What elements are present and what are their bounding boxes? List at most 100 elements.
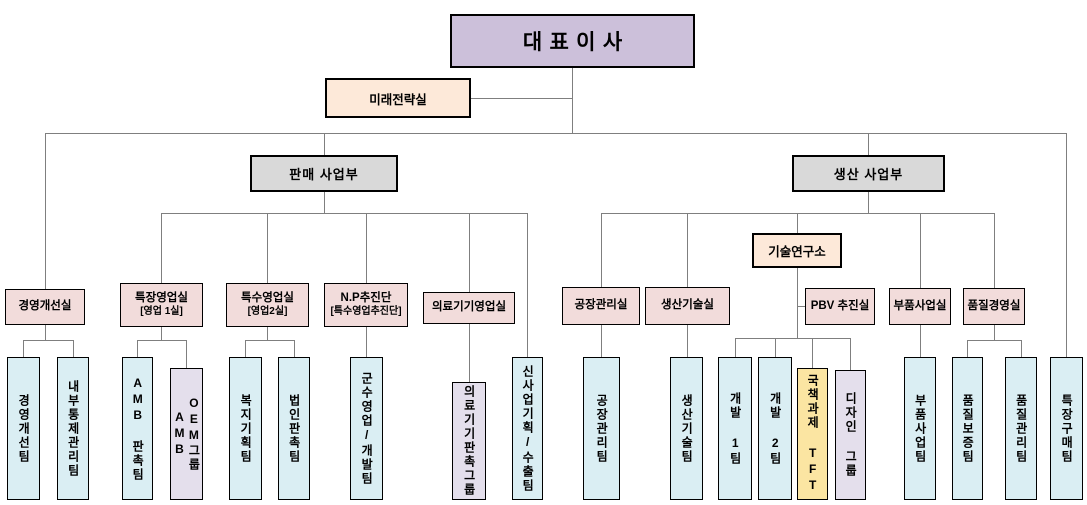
- office-sublabel: [특수영업추진단]: [330, 305, 402, 317]
- connector-line: [775, 338, 776, 357]
- connector-line: [45, 133, 1067, 134]
- connector-line: [601, 213, 602, 287]
- connector-line: [797, 268, 798, 338]
- office-sublabel: [영업2실]: [247, 305, 288, 317]
- amb-promotion-team-box: AMB 판촉팀: [122, 357, 153, 500]
- team-label: 국책과제 TFT: [805, 374, 820, 494]
- team-label: AMB OEM그룹: [172, 396, 201, 472]
- special-vehicle-purchasing-team-box: 특장구매팀: [1050, 357, 1083, 500]
- medical-device-sales-office-box: 의료기기영업실: [423, 292, 515, 324]
- connector-line: [601, 213, 995, 214]
- office-label: 의료기기영업실: [431, 301, 507, 314]
- amb-oem-group-box: AMB OEM그룹: [170, 368, 203, 500]
- team-label: 부품사업팀: [913, 393, 928, 464]
- pbv-promotion-office-box: PBV 추진실: [805, 288, 875, 325]
- team-label: 품질관리팀: [1014, 393, 1029, 464]
- national-project-tft-box: 국책과제 TFT: [797, 368, 828, 500]
- quality-management-office-box: 품질경영실: [963, 288, 1025, 325]
- connector-line: [161, 213, 528, 214]
- connector-line: [527, 213, 528, 357]
- connector-line: [23, 340, 74, 341]
- connector-line: [812, 338, 813, 368]
- connector-line: [186, 340, 187, 368]
- sales-division-box: 판매 사업부: [250, 155, 398, 192]
- management-improvement-team-box: 경영개선팀: [7, 357, 40, 500]
- parts-business-team-box: 부품사업팀: [904, 357, 936, 500]
- office-label: 특장영업실: [135, 292, 188, 305]
- connector-line: [324, 133, 325, 155]
- team-label: 내부통제관리팀: [66, 379, 81, 478]
- connector-line: [45, 325, 46, 340]
- connector-line: [267, 327, 268, 340]
- team-label: 생산기술팀: [679, 393, 694, 464]
- connector-line: [868, 192, 869, 213]
- military-sales-dev-team-box: 군수영업/개발팀: [350, 357, 383, 500]
- connector-line: [920, 213, 921, 288]
- connector-line: [735, 338, 851, 339]
- office-label: 생산기술실: [661, 299, 714, 312]
- ceo-label: 대표이사: [522, 31, 630, 54]
- connector-line: [967, 340, 968, 357]
- connector-line: [161, 327, 162, 340]
- development-team-2-box: 개발 2팀: [758, 357, 792, 500]
- team-label: 복지기획팀: [238, 393, 253, 464]
- connector-line: [45, 133, 46, 289]
- factory-management-office-box: 공장관리실: [562, 287, 640, 325]
- connector-line: [868, 133, 869, 155]
- team-label: 디자인 그룹: [843, 392, 858, 478]
- connector-line: [469, 213, 470, 292]
- welfare-planning-team-box: 복지기획팀: [229, 357, 262, 500]
- team-label: 품질보증팀: [960, 393, 975, 464]
- connector-line: [245, 340, 295, 341]
- team-label: 의료기기판촉그룹: [462, 385, 477, 497]
- management-improvement-office-box: 경영개선실: [5, 289, 85, 325]
- quality-control-team-box: 품질관리팀: [1005, 357, 1037, 500]
- office-sublabel: [영업 1실]: [140, 305, 183, 317]
- connector-line: [469, 324, 470, 382]
- office-label: 기술연구소: [768, 245, 826, 259]
- connector-line: [1066, 133, 1067, 357]
- office-label: PBV 추진실: [810, 299, 870, 312]
- development-team-1-box: 개발 1팀: [718, 357, 752, 500]
- connector-line: [687, 213, 688, 287]
- office-label: 공장관리실: [574, 299, 628, 312]
- office-label: 품질경영실: [967, 299, 1021, 312]
- connector-line: [294, 340, 295, 357]
- team-label: 개발 2팀: [768, 391, 783, 466]
- internal-control-team-box: 내부통제관리팀: [57, 357, 89, 500]
- team-label: AMB 판촉팀: [130, 375, 145, 482]
- connector-line: [687, 325, 688, 357]
- parts-business-office-box: 부품사업실: [889, 288, 951, 325]
- division-label: 생산 사업부: [833, 167, 904, 182]
- quality-assurance-team-box: 품질보증팀: [952, 357, 983, 500]
- office-label: 부품사업실: [893, 299, 947, 312]
- medical-device-promotion-group-box: 의료기기판촉그룹: [452, 382, 486, 500]
- team-label: 경영개선팀: [16, 393, 31, 464]
- production-technology-team-box: 생산기술팀: [670, 357, 703, 500]
- connector-line: [366, 213, 367, 283]
- connector-line: [267, 213, 268, 283]
- connector-line: [245, 340, 246, 357]
- special-vehicle-sales-office-box: 특장영업실 [영업 1실]: [120, 283, 203, 327]
- connector-line: [471, 98, 572, 99]
- connector-line: [920, 325, 921, 357]
- team-label: 군수영업/개발팀: [359, 371, 374, 486]
- connector-line: [324, 192, 325, 213]
- design-group-box: 디자인 그룹: [835, 370, 866, 500]
- factory-management-team-box: 공장관리팀: [583, 357, 620, 500]
- team-label: 법인판촉팀: [287, 393, 302, 464]
- connector-line: [994, 213, 995, 288]
- production-division-box: 생산 사업부: [792, 155, 945, 192]
- production-technology-office-box: 생산기술실: [645, 287, 730, 325]
- connector-line: [735, 338, 736, 357]
- connector-line: [572, 68, 573, 133]
- connector-line: [967, 340, 1022, 341]
- connector-line: [850, 338, 851, 370]
- connector-line: [797, 213, 798, 233]
- future-strategy-office-box: 미래전략실: [325, 78, 471, 118]
- connector-line: [137, 340, 138, 357]
- office-label: 미래전략실: [369, 92, 427, 107]
- team-label: 신사업기획/수출팀: [520, 364, 535, 493]
- tech-research-institute-box: 기술연구소: [752, 233, 842, 268]
